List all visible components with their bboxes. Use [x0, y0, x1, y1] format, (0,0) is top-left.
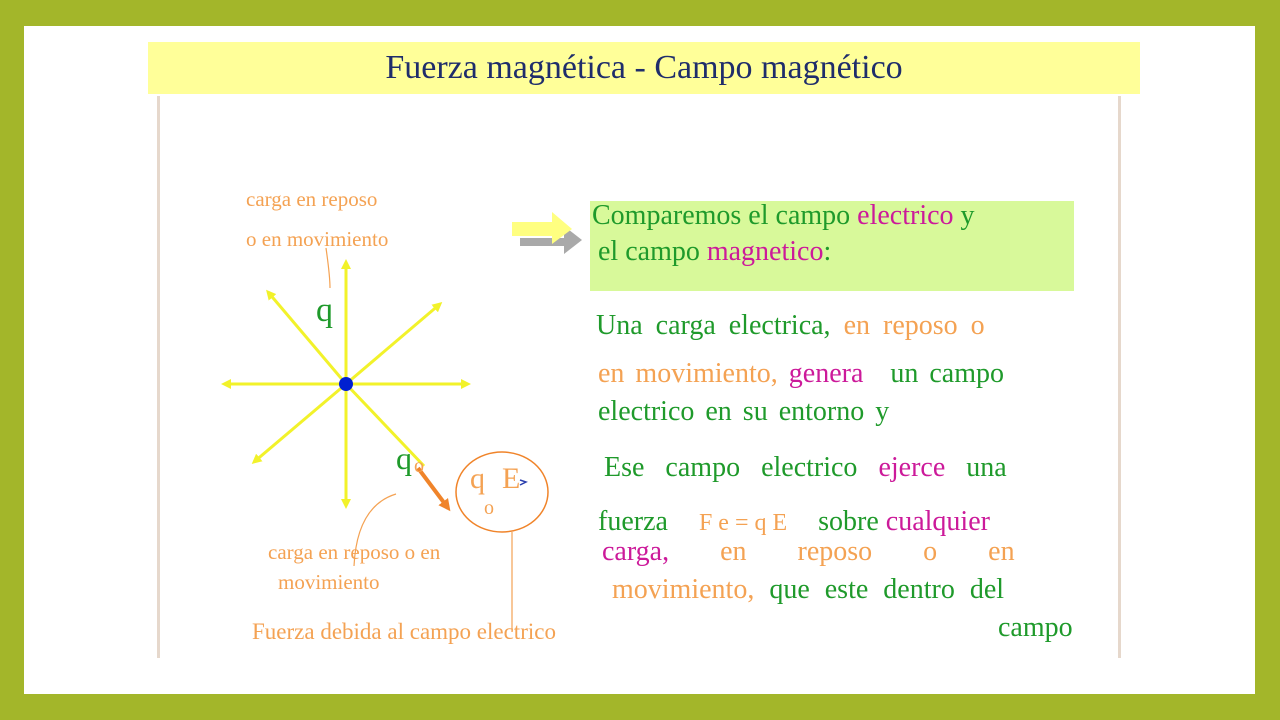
- p1-b: en reposo o: [843, 310, 985, 341]
- top-label-pointer: [325, 247, 331, 289]
- paragraph-line5: fuerza F e = q E sobre cualquier: [598, 508, 990, 536]
- slide: Fuerza magnética - Campo magnético: [24, 26, 1255, 694]
- p2-b: genera: [788, 358, 864, 389]
- paragraph-line4: Ese campo electrico ejerce una: [604, 454, 1007, 482]
- bottom-label-pointer: [353, 493, 397, 567]
- compare-text-1c: y: [960, 200, 975, 231]
- right-arrow-icon: [512, 212, 582, 254]
- p5-a: fuerza: [598, 506, 668, 537]
- compare-box: [590, 201, 1074, 291]
- compare-text-2b: magnetico: [706, 236, 824, 267]
- p7-a: movimiento,: [612, 574, 755, 605]
- p2-a: en movimiento,: [598, 358, 778, 389]
- compare-text-2a: el campo: [598, 236, 700, 267]
- compare-text-1a: Comparemos el campo: [592, 200, 851, 231]
- force-formula: F e = q E: [698, 510, 788, 536]
- bottom-label-line1: carga en reposo o en: [268, 540, 441, 564]
- paragraph-line7: movimiento, que este dentro del: [612, 576, 1004, 604]
- p4-a: Ese campo electrico: [604, 452, 858, 483]
- qe-e: E: [502, 462, 521, 495]
- title-bar: Fuerza magnética - Campo magnético: [148, 42, 1140, 94]
- force-label: Fuerza debida al campo electrico: [252, 619, 556, 644]
- field-rays-icon: [221, 259, 471, 509]
- p5-b: sobre: [818, 506, 879, 537]
- force-vector-icon: [416, 466, 451, 512]
- compare-line2: el campo magnetico:: [598, 238, 831, 266]
- p2-c: un campo: [890, 358, 1005, 389]
- qe-ellipse: [455, 451, 549, 533]
- qe-q: q: [470, 462, 485, 495]
- vector-arrow-e-icon: [519, 479, 528, 486]
- test-charge-subscript: o: [414, 455, 424, 477]
- p4-c: una: [966, 452, 1007, 483]
- slide-title: Fuerza magnética - Campo magnético: [385, 49, 903, 86]
- frame-right-line: [1118, 96, 1121, 658]
- compare-text-1b: electrico: [857, 200, 954, 231]
- compare-text-2c: :: [823, 236, 832, 267]
- test-charge-label: q: [396, 440, 412, 476]
- frame-left-line: [157, 96, 160, 658]
- p1-a: Una carga electrica,: [596, 310, 831, 341]
- paragraph-line2: en movimiento, genera un campo: [598, 360, 1004, 388]
- top-label-line2: o en movimiento: [246, 227, 389, 251]
- charge-q-label: q: [316, 292, 333, 329]
- p7-b: que este dentro del: [769, 574, 1005, 605]
- paragraph-line1: Una carga electrica, en reposo o: [596, 312, 985, 340]
- top-label-line1: carga en reposo: [246, 187, 378, 211]
- paragraph-line6: carga, en reposo o en: [602, 538, 1015, 566]
- p4-b: ejerce: [878, 452, 946, 483]
- charge-dot-icon: [339, 377, 353, 391]
- paragraph-line8: campo: [998, 612, 1073, 643]
- field-diagram: [221, 212, 582, 632]
- p5-c: cualquier: [885, 506, 990, 537]
- paragraph-line3: electrico en su entorno y: [598, 396, 890, 427]
- p6-a: carga,: [602, 536, 670, 567]
- qe-subscript: o: [484, 497, 494, 519]
- compare-line1: Comparemos el campo electrico y: [592, 202, 975, 230]
- bottom-label-line2: movimiento: [278, 570, 380, 594]
- p6-b: en reposo o en: [720, 536, 1015, 567]
